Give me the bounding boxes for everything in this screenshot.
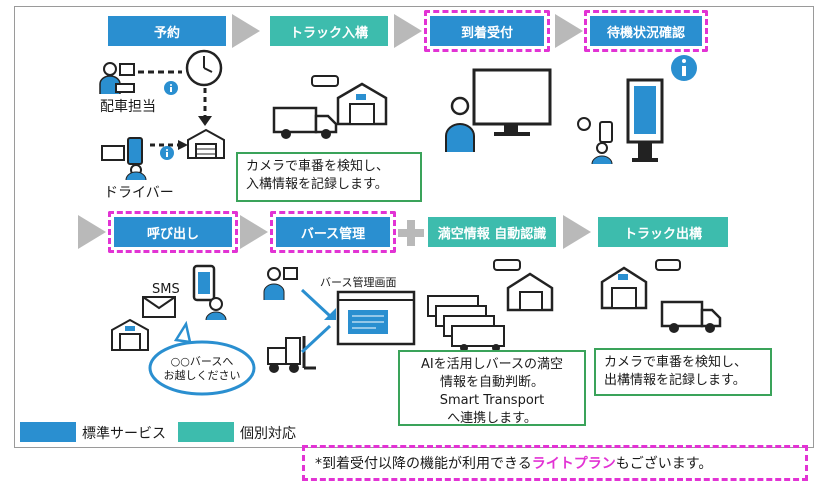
dispatcher-label: 配車担当 xyxy=(100,99,156,115)
step-waiting: 待機状況確認 xyxy=(590,16,702,46)
driver-label: ドライバー xyxy=(104,185,174,201)
phone-person-icon xyxy=(192,264,227,321)
flow-arrow xyxy=(240,215,268,249)
person-pc-icon xyxy=(99,62,135,94)
legend-custom-swatch xyxy=(178,422,234,442)
person-pc-icon xyxy=(263,267,298,300)
berth-screen-icon xyxy=(336,290,416,346)
camera-out-note: カメラで車番を検知し、 出構情報を記録します。 xyxy=(594,348,772,396)
light-plan-highlight xyxy=(424,10,550,52)
flow-arrow xyxy=(555,14,583,48)
kiosk-info-icon xyxy=(577,55,697,165)
mail-icon xyxy=(142,296,176,318)
camera-out-line2: 出構情報を記録します。 xyxy=(604,373,746,388)
light-plan-highlight xyxy=(270,211,396,253)
truck-camera-warehouse-icon xyxy=(272,75,388,139)
camera-in-line2: 入構情報を記録します。 xyxy=(246,177,388,192)
note-highlight: ライトプラン xyxy=(531,456,616,472)
camera-in-note: カメラで車番を検知し、 入構情報を記録します。 xyxy=(236,152,422,202)
flow-arrow xyxy=(78,215,106,249)
info-badge-icon xyxy=(160,146,174,160)
legend-custom-label: 個別対応 xyxy=(240,426,296,442)
right-arrow-dash xyxy=(150,140,188,150)
step-truck-out: トラック出構 xyxy=(598,217,728,247)
link-dash xyxy=(138,70,182,74)
light-plan-highlight xyxy=(584,10,708,52)
camera-out-line1: カメラで車番を検知し、 xyxy=(604,355,748,370)
plus-icon xyxy=(398,220,424,246)
speech-bubble xyxy=(148,320,256,396)
ai-note: AIを活用しバースの満空 情報を自動判断。 Smart Transport へ連… xyxy=(398,350,586,426)
truck-camera-warehouse-icon xyxy=(600,259,722,333)
bubble-text: ○○バースへ お越しください xyxy=(156,355,248,383)
flow-arrow xyxy=(563,215,591,249)
step-arrival: 到着受付 xyxy=(430,16,544,46)
bubble-line2: お越しください xyxy=(163,369,241,382)
step-berth: バース管理 xyxy=(276,217,390,247)
camera-in-line1: カメラで車番を検知し、 xyxy=(246,159,390,174)
person-monitor-icon xyxy=(445,68,552,152)
berth-screen-label: バース管理画面 xyxy=(320,276,397,289)
warehouse-icon xyxy=(111,318,149,351)
berth-arrows xyxy=(300,288,336,354)
step-vacancy: 満空情報 自動認識 xyxy=(428,217,556,247)
info-badge-icon xyxy=(164,81,178,95)
trucks-warehouse-icon xyxy=(427,259,554,352)
clock-icon xyxy=(185,49,223,87)
warehouse-icon xyxy=(187,128,225,159)
note-prefix: *到着受付以降の機能が利用できる xyxy=(315,456,532,472)
note-suffix: もございます。 xyxy=(615,456,713,472)
flow-arrow xyxy=(232,14,260,48)
ai-line4: へ連携します。 xyxy=(447,411,537,426)
step-truck-in: トラック入構 xyxy=(270,16,388,46)
bubble-line1: ○○バースへ xyxy=(170,355,234,368)
flow-arrow xyxy=(394,14,422,48)
ai-line2: 情報を自動判断。 xyxy=(439,375,544,390)
legend-standard-label: 標準サービス xyxy=(82,426,166,442)
driver-phone-icon xyxy=(101,137,147,181)
light-plan-highlight xyxy=(108,211,238,253)
step-reserve: 予約 xyxy=(108,16,226,46)
legend-standard-swatch xyxy=(20,422,76,442)
ai-line3: Smart Transport xyxy=(439,393,545,408)
sms-label: SMS xyxy=(152,282,180,297)
down-arrow-dash xyxy=(198,88,212,126)
step-call: 呼び出し xyxy=(114,217,232,247)
light-plan-note: *到着受付以降の機能が利用できるライトプランもございます。 xyxy=(302,445,808,481)
ai-line1: AIを活用しバースの満空 xyxy=(420,357,564,372)
